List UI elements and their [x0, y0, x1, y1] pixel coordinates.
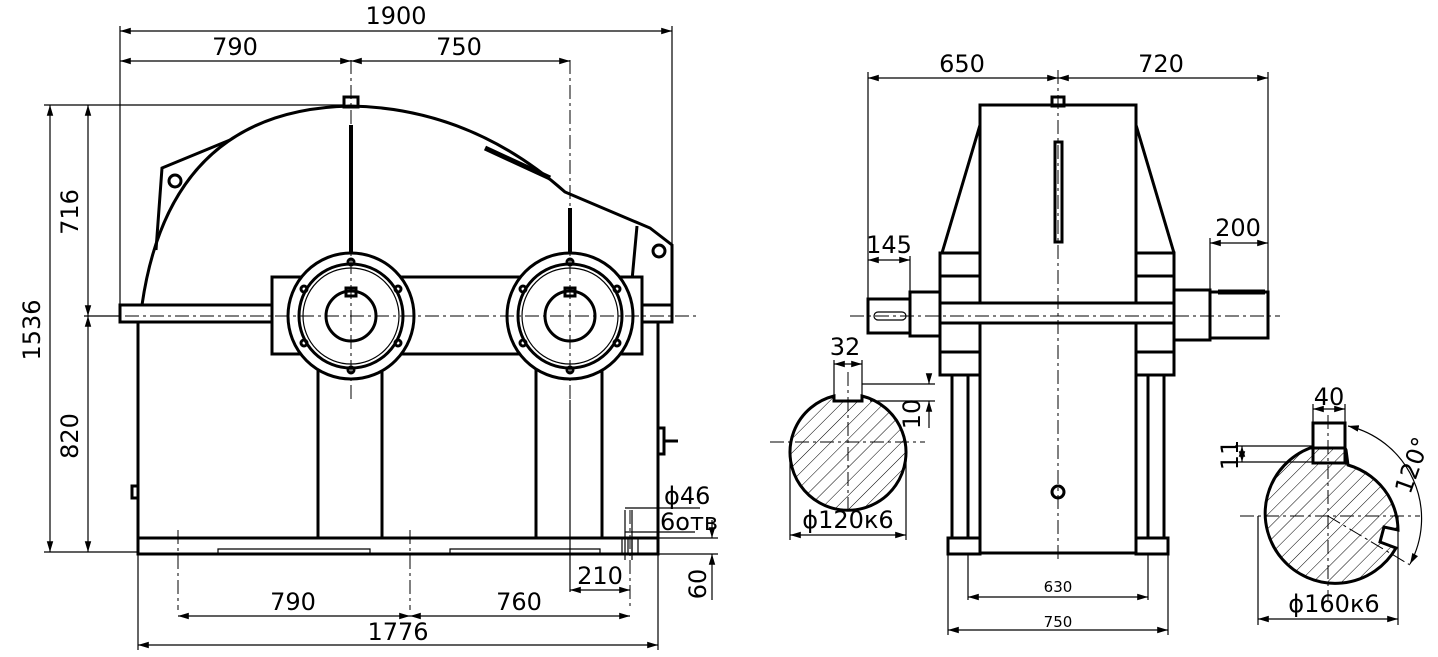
sight-glass	[1053, 140, 1064, 244]
side-view: 650 720 145 200 630 750	[850, 50, 1280, 635]
dim-input-offset: 790	[212, 33, 258, 61]
dim-input-key-width: 32	[830, 333, 861, 361]
dim-axis-height: 820	[56, 413, 84, 459]
dim-output-diameter: ϕ160к6	[1288, 590, 1379, 618]
dim-base-thickness: 60	[684, 569, 712, 600]
dim-total-height: 1536	[18, 299, 46, 360]
input-shaft-section: 32 10 ϕ120к6	[770, 333, 935, 540]
dim-output-shaft-length: 200	[1215, 214, 1261, 242]
dim-foot-outer: 750	[1044, 613, 1073, 631]
dim-base-length: 1776	[367, 618, 428, 646]
dim-output-key-depth: 11	[1216, 440, 1244, 471]
dim-output-key-width: 40	[1314, 383, 1345, 411]
output-shaft-section: 40 11 120° ϕ160к6	[1216, 383, 1436, 625]
dim-input-diameter: ϕ120к6	[802, 506, 893, 534]
dim-hole-diameter: ϕ46	[664, 482, 710, 510]
dim-cover-height: 716	[56, 189, 84, 235]
dim-shaft-spacing: 750	[436, 33, 482, 61]
dim-foot-inner: 630	[1044, 578, 1073, 596]
dim-input-shaft-length: 145	[866, 231, 912, 259]
front-view: 1900 790 750 1536 716 820 790 760 210 17…	[18, 2, 718, 650]
base-plate	[136, 536, 660, 556]
output-shaft	[1208, 290, 1270, 340]
front-dimensions	[44, 26, 718, 650]
dim-right-half: 720	[1138, 50, 1184, 78]
dim-left-half: 650	[939, 50, 985, 78]
output-shaft-hub	[1172, 288, 1212, 342]
dim-overall-width: 1900	[365, 2, 426, 30]
input-shaft-hub	[908, 290, 942, 338]
dim-foot-offset: 210	[577, 562, 623, 590]
dim-hole-count: 6отв	[660, 508, 718, 536]
side-dimensions	[867, 72, 1269, 635]
dim-bolt-spacing-right: 760	[496, 588, 542, 616]
inspection-cover	[483, 145, 552, 181]
lifting-lug-left	[154, 138, 231, 251]
dim-input-key-depth: 10	[898, 399, 926, 430]
dim-bolt-spacing-left: 790	[270, 588, 316, 616]
dim-output-angle: 120°	[1389, 433, 1435, 497]
oil-gauge	[656, 426, 666, 456]
